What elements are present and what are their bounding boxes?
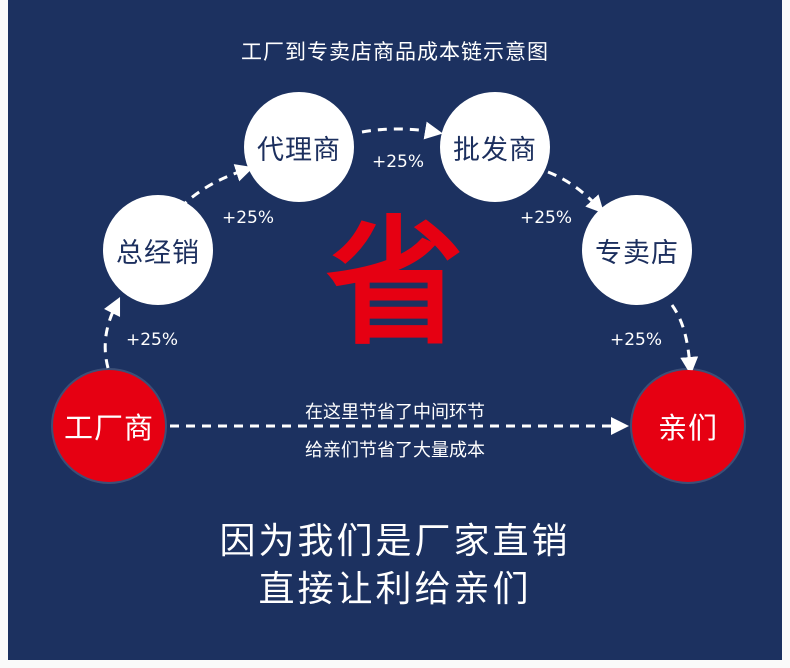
diagram-title: 工厂到专卖店商品成本链示意图: [241, 40, 549, 64]
bottom-border: [0, 660, 790, 668]
middle-text-line2: 给亲们节省了大量成本: [305, 440, 485, 461]
markup-label: +25%: [126, 330, 179, 350]
node-wholesaler: 批发商: [440, 92, 550, 202]
node-store: 专卖店: [582, 195, 692, 305]
node-factory: 工厂商: [53, 370, 165, 482]
right-border: [782, 0, 790, 668]
arrow-wholesaler-to-store: [547, 170, 605, 214]
bottom-text-line2: 直接让利给亲们: [258, 569, 532, 610]
node-general-distributor: 总经销: [103, 195, 213, 305]
save-character: 省: [325, 203, 464, 364]
markup-label: +25%: [222, 208, 275, 228]
left-border: [0, 0, 8, 668]
markup-label: +25%: [372, 152, 425, 172]
arrow-factory-to-distributor: [103, 296, 121, 369]
arrow-agent-to-wholesaler: [361, 121, 443, 140]
node-customer: 亲们: [632, 370, 744, 482]
arrow-distributor-to-agent: [178, 164, 254, 210]
markup-label: +25%: [520, 208, 573, 228]
arrow-store-to-customer: [670, 304, 699, 375]
bottom-text-line1: 因为我们是厂家直销: [219, 521, 571, 562]
markup-label: +25%: [610, 330, 663, 350]
middle-text-line1: 在这里节省了中间环节: [305, 402, 485, 423]
node-agent: 代理商: [244, 92, 354, 202]
